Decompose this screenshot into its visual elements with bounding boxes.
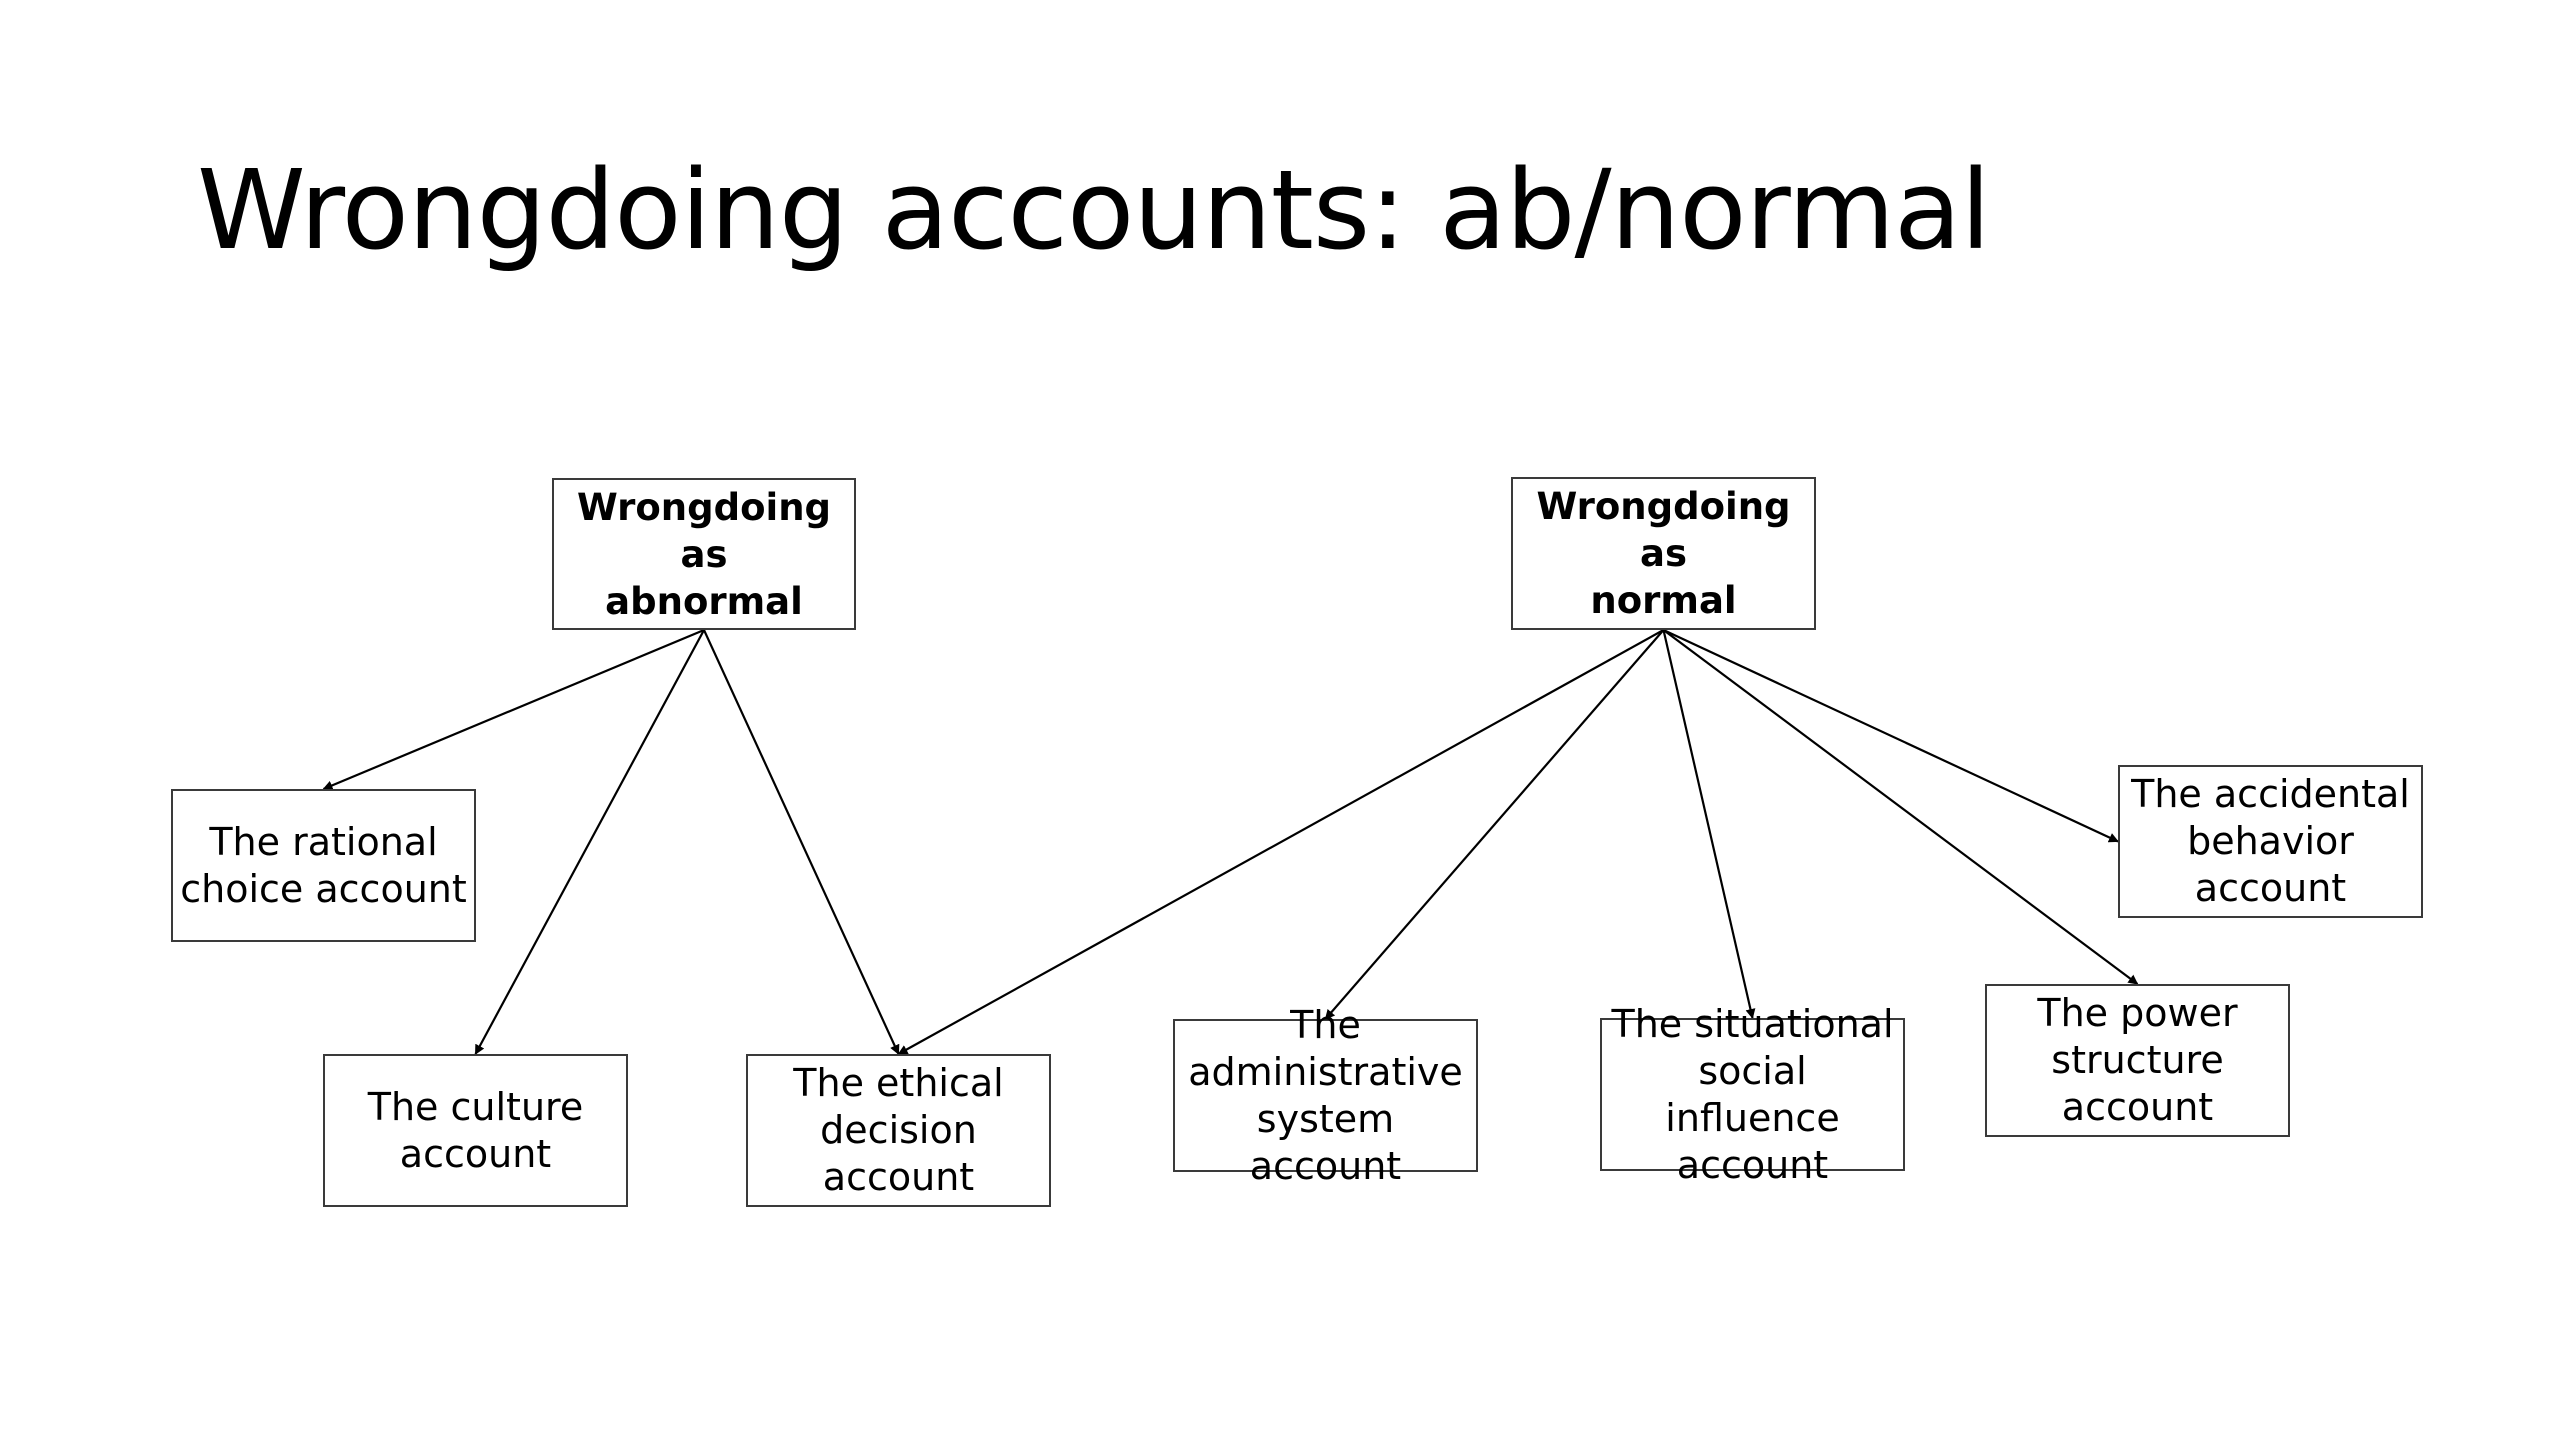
node-rational-choice-account-label: The rational choice account: [180, 819, 467, 911]
connector-normal-to-situational_social_influence: [1662, 629, 1756, 1019]
root-node-normal: Wrongdoing as normal: [1511, 477, 1816, 630]
connector-abnormal-to-culture: [474, 629, 705, 1055]
root-node-normal-label: Wrongdoing as normal: [1536, 485, 1791, 622]
connector-normal-to-accidental_behavior: [1663, 629, 2119, 843]
node-administrative-system-account: The administrative system account: [1173, 1003, 1478, 1188]
node-ethical-decision-account: The ethical decision account: [746, 1054, 1051, 1207]
connector-abnormal-to-ethical_decision: [703, 629, 900, 1055]
node-situational-social-influence-account: The situational social influence account: [1600, 1002, 1905, 1187]
node-power-structure-account-label: The power structure account: [2037, 991, 2238, 1129]
connector-normal-to-power_structure: [1662, 629, 2139, 985]
connector-normal-to-ethical_decision: [897, 629, 1665, 1055]
node-power-structure-account: The power structure account: [1985, 984, 2290, 1137]
slide-title: Wrongdoing accounts: ab/normal: [197, 146, 1991, 274]
node-administrative-system-account-label: The administrative system account: [1188, 1002, 1463, 1188]
node-accidental-behavior-account: The accidental behavior account: [2118, 765, 2423, 918]
root-node-abnormal: Wrongdoing as abnormal: [552, 478, 856, 630]
node-accidental-behavior-account-label: The accidental behavior account: [2131, 772, 2410, 910]
connector-abnormal-to-rational_choice: [322, 628, 705, 791]
connector-normal-to-administrative_system: [1324, 629, 1665, 1020]
root-node-abnormal-label: Wrongdoing as abnormal: [576, 485, 832, 623]
node-ethical-decision-account-label: The ethical decision account: [793, 1061, 1004, 1199]
node-situational-social-influence-account-label: The situational social influence account: [1611, 1001, 1894, 1187]
node-culture-account: The culture account: [323, 1054, 628, 1207]
node-rational-choice-account: The rational choice account: [171, 789, 476, 942]
node-culture-account-label: The culture account: [367, 1084, 584, 1176]
